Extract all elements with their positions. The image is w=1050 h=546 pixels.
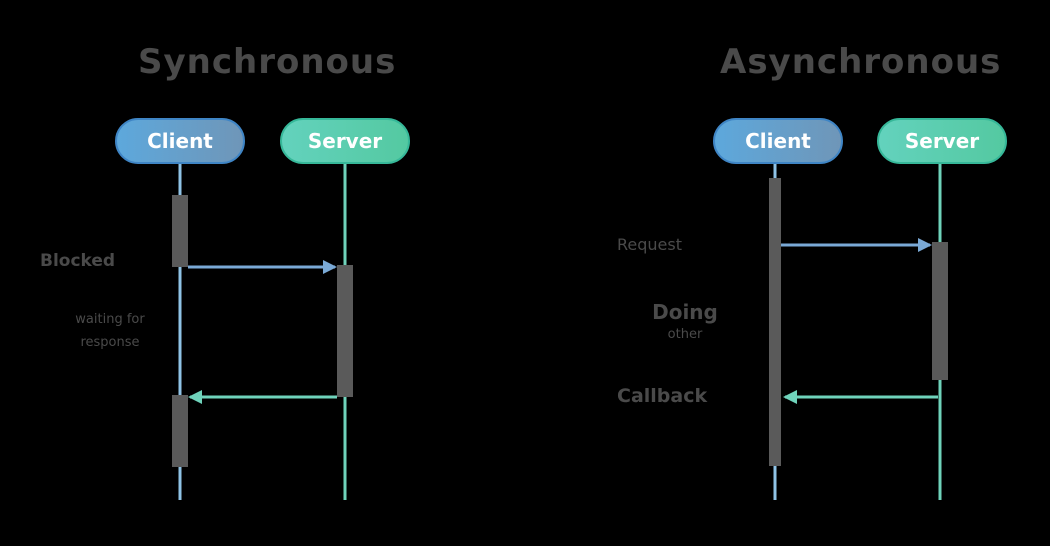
- asynchronous-panel: Asynchronous Client Server Request Doing…: [525, 0, 1050, 546]
- async-client-activation-bar: [769, 178, 781, 466]
- async-callback-label: Callback: [617, 385, 708, 407]
- synchronous-sequence-diagram: [172, 164, 353, 500]
- async-server-activation-bar: [932, 242, 948, 380]
- asynchronous-sequence-diagram: [769, 164, 948, 500]
- async-doing-label-line2: other: [667, 327, 703, 342]
- async-client-pill: Client: [713, 118, 843, 164]
- sync-server-activation-bar: [337, 265, 353, 397]
- sync-server-pill: Server: [280, 118, 410, 164]
- sync-waiting-label-line2: response: [80, 335, 140, 350]
- sync-client-activation-bar-2: [172, 395, 188, 467]
- sync-blocked-label: Blocked: [40, 251, 116, 271]
- synchronous-panel: Synchronous Client Server Blocked waitin…: [40, 42, 410, 500]
- sync-waiting-label-line1: waiting for: [75, 312, 145, 327]
- asynchronous-title: Asynchronous: [720, 42, 1002, 82]
- async-server-pill: Server: [877, 118, 1007, 164]
- async-request-label: Request: [617, 235, 682, 254]
- synchronous-title: Synchronous: [138, 42, 397, 82]
- async-doing-label-line1: Doing: [652, 300, 718, 324]
- sync-client-pill: Client: [115, 118, 245, 164]
- sync-client-activation-bar-1: [172, 195, 188, 267]
